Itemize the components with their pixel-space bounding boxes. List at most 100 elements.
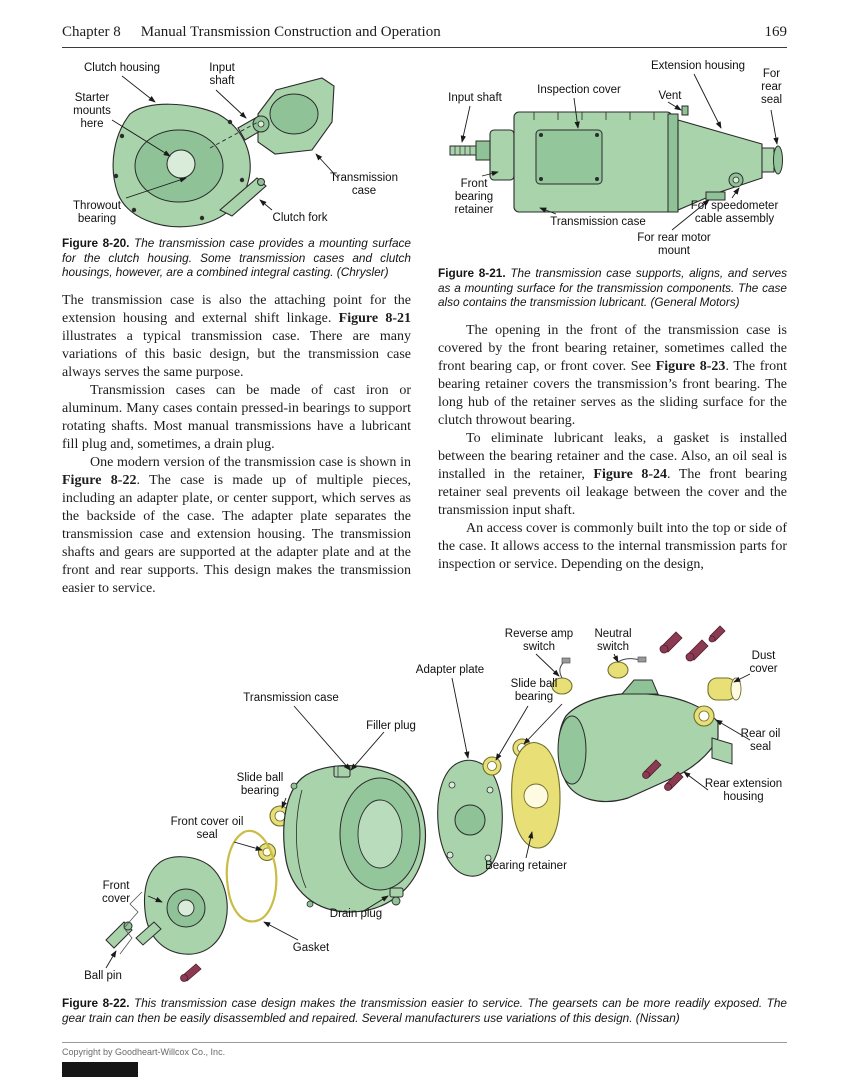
label-clutch-housing: Clutch housing [83, 62, 161, 74]
label-input-shaft: Input shaft [448, 92, 502, 104]
label-front-cover-oil-seal: Front cover oil seal [170, 816, 244, 841]
bolt-shapes-mid [642, 759, 684, 791]
label-slide-ball-bearing-left: Slide ball bearing [236, 772, 284, 797]
neutral-switch-shape [607, 656, 647, 679]
two-column-layout: Clutch housing Input shaft Starter mount… [62, 60, 787, 598]
gasket-shape [225, 829, 278, 923]
caption-tag: Figure 8-20. [62, 236, 130, 250]
rear-oil-seal-shape [693, 705, 715, 727]
chapter-label: Chapter 8 [62, 24, 121, 40]
extension-housing-shape [677, 105, 783, 211]
paragraph: One modern version of the transmission c… [62, 454, 411, 598]
label-bearing-retainer: Bearing retainer [485, 860, 567, 872]
transmission-case-shape [283, 765, 427, 913]
bolt-shape [180, 963, 202, 982]
transmission-case-shape [513, 111, 679, 213]
bolt-shapes-top [659, 625, 726, 662]
adapter-plate-shape [437, 759, 503, 877]
page-header: Chapter 8 Manual Transmission Constructi… [62, 0, 787, 41]
figure-reference: Figure 8-24 [593, 466, 668, 482]
drain-plug-shape [389, 887, 404, 906]
figure-reference: Figure 8-23 [655, 358, 726, 374]
label-dust-cover: Dust cover [749, 650, 778, 675]
label-for-rear-seal: For rear seal [760, 68, 783, 106]
figure-8-22-caption: Figure 8-22. This transmission case desi… [62, 996, 787, 1025]
front-cover-shape [135, 856, 228, 955]
reverse-amp-switch-shape [551, 657, 573, 695]
front-bearing-retainer-shape [489, 129, 515, 181]
leader-lines [460, 73, 779, 231]
figure-8-21: Input shaft Inspection cover Extension h… [438, 60, 787, 260]
input-shaft-shape [449, 140, 491, 161]
label-neutral-switch: Neutral switch [594, 628, 632, 653]
bearing-retainer-shape [511, 741, 561, 849]
paragraph-text: To eliminate lubricant leaks, a gasket i… [438, 430, 787, 482]
label-drain-plug: Drain plug [329, 908, 383, 920]
label-reverse-amp-switch: Reverse amp switch [504, 628, 574, 653]
paragraph-text: The opening in the front of the transmis… [438, 322, 787, 374]
ball-pin-shape [105, 891, 143, 955]
figure-8-22-illustration [105, 625, 751, 982]
clutch-fork-shape [219, 177, 267, 217]
figure-reference: Figure 8-21 [338, 310, 411, 326]
label-gasket: Gasket [292, 942, 330, 954]
paragraph-text: . The front bearing retainer seal preven… [438, 466, 787, 518]
page-footer: Copyright by Goodheart-Willcox Co., Inc. [62, 1042, 787, 1057]
paragraph: An access cover is commonly built into t… [438, 520, 787, 572]
paragraph-text: illustrates a typical transmission case.… [62, 328, 411, 380]
page-number: 169 [764, 24, 788, 40]
figure-8-22: Reverse amp switch Neutral switch Dust c… [62, 620, 787, 1025]
paragraph-text: . The front bearing retainer covers the … [438, 358, 787, 428]
leader-lines [111, 75, 339, 211]
label-adapter-plate: Adapter plate [415, 664, 485, 676]
header-rule [62, 47, 787, 48]
label-extension-housing: Extension housing [651, 60, 745, 72]
paragraph: To eliminate lubricant leaks, a gasket i… [438, 430, 787, 520]
figure-8-20: Clutch housing Input shaft Starter mount… [62, 60, 411, 230]
paragraph-text: The transmission case is also the attach… [62, 292, 411, 326]
figure-8-20-illustration [111, 75, 339, 228]
label-rear-oil-seal: Rear oil seal [740, 728, 781, 753]
footer-rule [62, 1042, 787, 1043]
label-transmission-case: Transmission case [550, 216, 646, 228]
label-transmission-case: Transmission case [243, 692, 339, 704]
figure-8-21-caption: Figure 8-21. The transmission case suppo… [438, 266, 787, 310]
paragraph: The opening in the front of the transmis… [438, 322, 787, 430]
chapter-title: Manual Transmission Construction and Ope… [140, 24, 441, 40]
label-transmission-case: Transmission case [330, 172, 398, 197]
label-clutch-fork: Clutch fork [272, 212, 328, 224]
label-for-rear-motor-mount: For rear motor mount [637, 232, 711, 257]
label-starter-mounts: Starter mounts here [73, 92, 111, 130]
label-ball-pin: Ball pin [84, 970, 122, 982]
paragraph-text: One modern version of the transmission c… [90, 454, 411, 470]
figure-reference: Figure 8-22 [62, 472, 137, 488]
label-filler-plug: Filler plug [366, 720, 416, 732]
figure-8-20-caption: Figure 8-20. The transmission case provi… [62, 236, 411, 280]
caption-text: This transmission case design makes the … [62, 996, 787, 1025]
label-slide-ball-bearing-upper: Slide ball bearing [510, 678, 558, 703]
caption-text: The transmission case supports, aligns, … [438, 266, 788, 310]
caption-text: The transmission case provides a mountin… [62, 236, 411, 280]
figure-8-21-illustration [449, 73, 783, 231]
paragraph: Transmission cases can be made of cast i… [62, 382, 411, 452]
label-input-shaft: Input shaft [209, 62, 235, 87]
leader-lines [105, 653, 751, 969]
paragraph-text: . The case is made up of multiple pieces… [62, 472, 412, 596]
copyright-notice: Copyright by Goodheart-Willcox Co., Inc. [62, 1047, 226, 1057]
label-throwout-bearing: Throwout bearing [73, 200, 121, 225]
label-front-cover: Front cover [101, 880, 131, 905]
page-corner-tab [62, 1062, 138, 1077]
figure-8-22-area: Reverse amp switch Neutral switch Dust c… [62, 620, 787, 990]
label-front-bearing-retainer: Front bearing retainer [454, 178, 494, 216]
label-vent: Vent [658, 90, 682, 102]
caption-tag: Figure 8-22. [62, 996, 130, 1010]
right-column: Input shaft Inspection cover Extension h… [438, 60, 787, 598]
label-rear-extension-housing: Rear extension housing [704, 778, 783, 803]
label-for-speedometer: For speedometer cable assembly [690, 200, 779, 225]
dust-cover-shape [707, 677, 742, 701]
left-column: Clutch housing Input shaft Starter mount… [62, 60, 411, 598]
transmission-case-front-shape [209, 77, 335, 155]
label-inspection-cover: Inspection cover [537, 84, 621, 96]
caption-tag: Figure 8-21. [438, 266, 506, 280]
